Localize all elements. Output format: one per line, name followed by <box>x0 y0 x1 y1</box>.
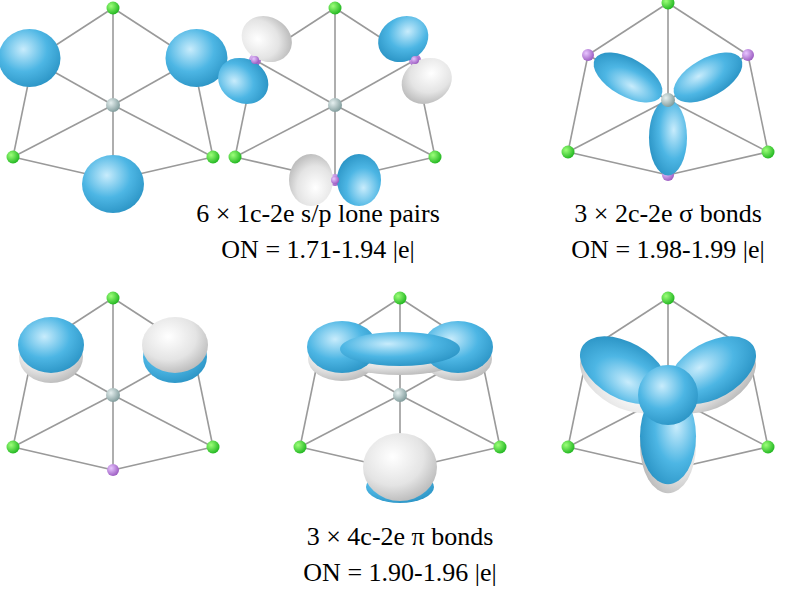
sigma-bond-lobe <box>586 42 671 112</box>
central-atom <box>393 388 407 402</box>
bond-line <box>235 105 335 157</box>
orbital-caption: 3 × 2c-2e σ bonds <box>574 200 762 229</box>
green-atom <box>662 292 675 305</box>
pi-lobe-negative <box>142 317 208 373</box>
green-atom <box>107 292 120 305</box>
central-atom <box>328 98 342 112</box>
bond-line <box>13 447 113 470</box>
central-atom <box>106 388 120 402</box>
green-atom <box>494 441 507 454</box>
pi-lobe-positive <box>638 365 698 425</box>
purple-atom <box>107 464 119 476</box>
bond-line <box>335 105 435 157</box>
bond-line <box>113 395 213 447</box>
cluster-frame <box>210 2 460 207</box>
green-atom <box>229 151 242 164</box>
green-atom <box>329 2 342 15</box>
cluster-frame <box>0 2 227 214</box>
green-atom <box>762 146 775 159</box>
bond-line <box>112 395 114 470</box>
green-atom <box>207 151 220 164</box>
central-atom <box>661 93 675 107</box>
bond-line <box>112 8 114 105</box>
bond-line <box>113 447 213 470</box>
occupation-number: ON = 1.90-1.96 |e| <box>303 559 496 588</box>
pi-lobe-positive <box>340 332 460 366</box>
green-atom <box>294 441 307 454</box>
central-atom <box>106 98 120 112</box>
purple-atom <box>742 49 754 61</box>
s-lone-pair-lobe <box>82 155 144 213</box>
green-atom <box>429 151 442 164</box>
bond-line <box>334 105 336 180</box>
cluster-frame <box>562 0 775 181</box>
bond-line <box>748 55 768 152</box>
p-lobe-positive <box>370 7 437 71</box>
bond-line <box>588 3 668 55</box>
green-atom <box>7 441 20 454</box>
bond-line <box>334 8 336 105</box>
green-atom <box>662 0 675 10</box>
purple-atom <box>411 56 419 64</box>
pi-lobe-positive <box>18 317 84 373</box>
green-atom <box>762 441 775 454</box>
bond-line <box>112 298 114 395</box>
green-atom <box>7 151 20 164</box>
cluster-frame <box>294 292 507 504</box>
green-atom <box>107 2 120 15</box>
sigma-bond-lobe <box>666 42 751 112</box>
orbital-caption: 3 × 4c-2e π bonds <box>307 523 494 552</box>
purple-atom <box>582 49 594 61</box>
pi-lobe-negative <box>363 433 437 501</box>
bond-line <box>667 3 669 100</box>
p-lobe-positive <box>337 154 381 206</box>
green-atom <box>562 146 575 159</box>
p-lobe-positive <box>210 49 277 113</box>
purple-atom <box>331 176 339 184</box>
bond-line <box>668 3 748 55</box>
s-lone-pair-lobe <box>0 29 61 87</box>
bond-line <box>13 105 113 157</box>
occupation-number: ON = 1.71-1.94 |e| <box>221 236 414 265</box>
bond-line <box>113 105 213 157</box>
green-atom <box>207 441 220 454</box>
green-atom <box>394 292 407 305</box>
green-atom <box>562 441 575 454</box>
bond-line <box>13 395 113 447</box>
orbital-caption: 6 × 1c-2e s/p lone pairs <box>196 200 440 229</box>
cluster-frame <box>7 292 220 477</box>
sigma-bond-lobe <box>649 100 687 176</box>
purple-atom <box>251 56 259 64</box>
p-lobe-negative <box>289 154 333 206</box>
bond-line <box>568 55 588 152</box>
occupation-number: ON = 1.98-1.99 |e| <box>571 236 764 265</box>
cluster-frame <box>562 292 775 494</box>
